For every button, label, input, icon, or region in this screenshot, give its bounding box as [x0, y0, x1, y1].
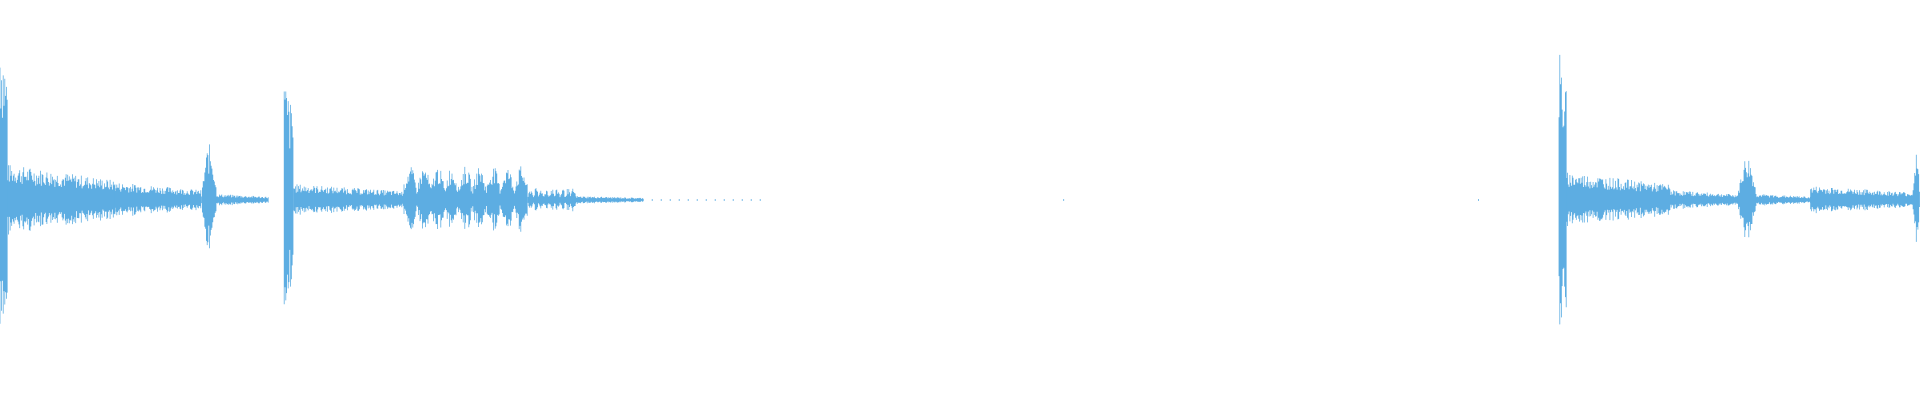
waveform-segment [1756, 194, 1811, 206]
waveform-segment [1566, 172, 1671, 226]
waveform-segment [575, 196, 644, 204]
waveform-segment [283, 91, 294, 305]
waveform-trace [0, 54, 1920, 325]
waveform-segment [1810, 186, 1913, 214]
waveform-segment [201, 144, 218, 249]
waveform-segment [216, 194, 269, 206]
waveform-segment [7, 165, 116, 235]
waveform-segment [1670, 190, 1738, 209]
waveform-segment [1737, 160, 1758, 238]
waveform-segment [527, 188, 577, 212]
waveform-segment [642, 199, 761, 201]
waveform-segment [0, 67, 8, 324]
waveform-segment [1911, 154, 1920, 242]
waveform-segment [114, 183, 202, 216]
waveform-segment [402, 166, 528, 232]
waveform-segment [293, 184, 403, 215]
waveform-segment [1558, 54, 1567, 325]
